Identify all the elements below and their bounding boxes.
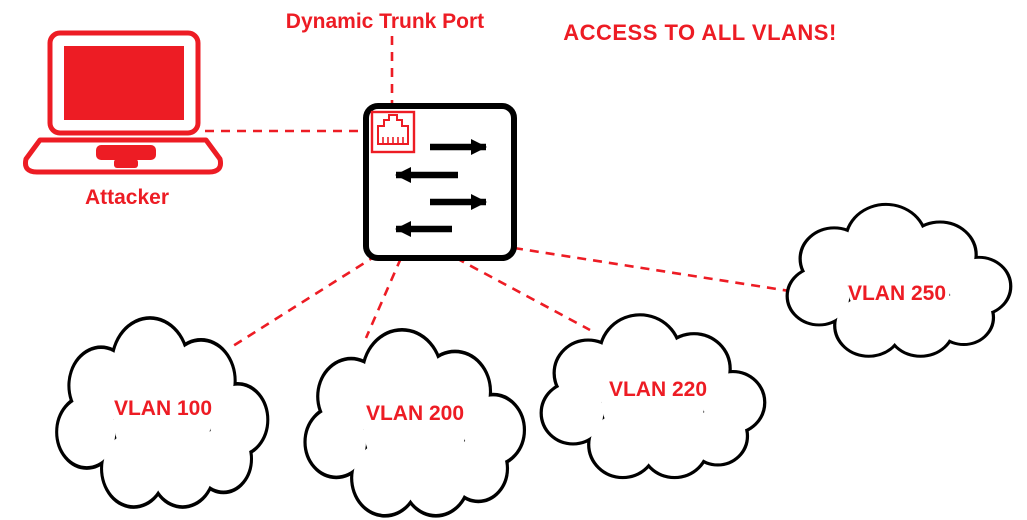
vlan-label: VLAN 250	[848, 282, 946, 305]
vlan-250-cloud	[789, 206, 1009, 355]
traffic-arrows	[395, 139, 487, 237]
warning-label: ACCESS TO ALL VLANS!	[563, 20, 837, 45]
switch	[363, 103, 517, 261]
switch-to-vlan200-line	[364, 257, 403, 339]
trunk-port-label: Dynamic Trunk Port	[286, 10, 484, 33]
switch-to-vlan220-line	[455, 256, 591, 332]
vlan-label: VLAN 220	[609, 378, 707, 401]
vlan-label: VLAN 200	[366, 402, 464, 425]
switch-body	[363, 103, 517, 261]
switch-to-vlan100-line	[232, 253, 378, 348]
laptop-touchpad	[96, 145, 156, 160]
ethernet-port-icon	[370, 110, 416, 154]
laptop-touchpad-button	[114, 159, 138, 168]
vlan-label: VLAN 100	[114, 397, 212, 420]
attacker-label: Attacker	[85, 186, 169, 209]
laptop-screen	[64, 46, 184, 120]
switch-to-vlan250-line	[513, 246, 797, 294]
attacker-laptop	[23, 30, 223, 175]
